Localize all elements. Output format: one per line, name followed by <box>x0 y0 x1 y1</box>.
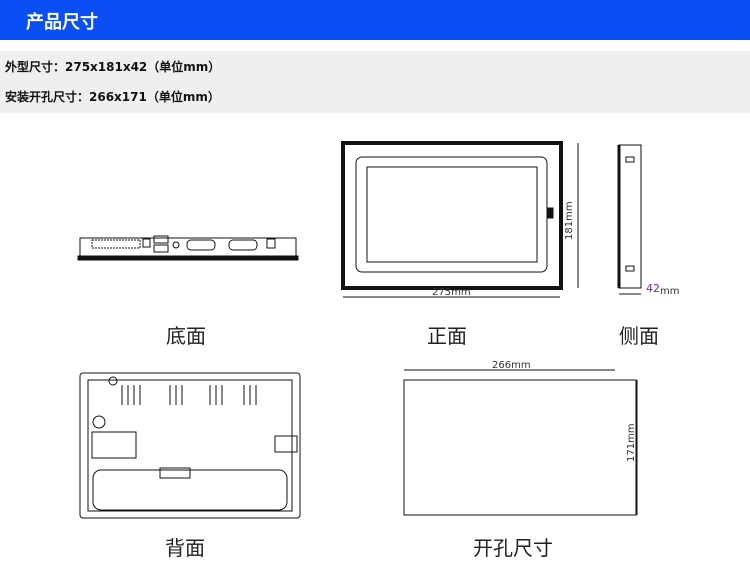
front-view <box>341 141 579 298</box>
side-depth-unit: mm <box>660 286 679 297</box>
back-view <box>79 372 301 519</box>
cutout-height-label: 171mm <box>626 423 637 462</box>
section-header: 产品尺寸 <box>0 0 750 40</box>
cutout-view <box>403 369 638 516</box>
caption-bottom: 底面 <box>166 324 206 348</box>
cutout-dimensions: 安装开孔尺寸：266x171（单位mm） <box>5 90 220 104</box>
cutout-width-label: 266mm <box>492 360 531 371</box>
spec-band <box>0 51 750 113</box>
front-height-label: 181mm <box>564 201 575 240</box>
caption-side: 侧面 <box>619 324 659 348</box>
caption-front: 正面 <box>427 324 467 348</box>
side-view <box>617 144 642 295</box>
side-depth-label: 42 <box>646 282 660 295</box>
caption-cutout: 开孔尺寸 <box>473 536 553 560</box>
front-width-label: 275mm <box>432 287 471 298</box>
section-title: 产品尺寸 <box>26 12 98 33</box>
caption-back: 背面 <box>165 536 205 560</box>
outer-dimensions: 外型尺寸：275x181x42（单位mm） <box>5 60 221 74</box>
bottom-view <box>77 235 299 261</box>
